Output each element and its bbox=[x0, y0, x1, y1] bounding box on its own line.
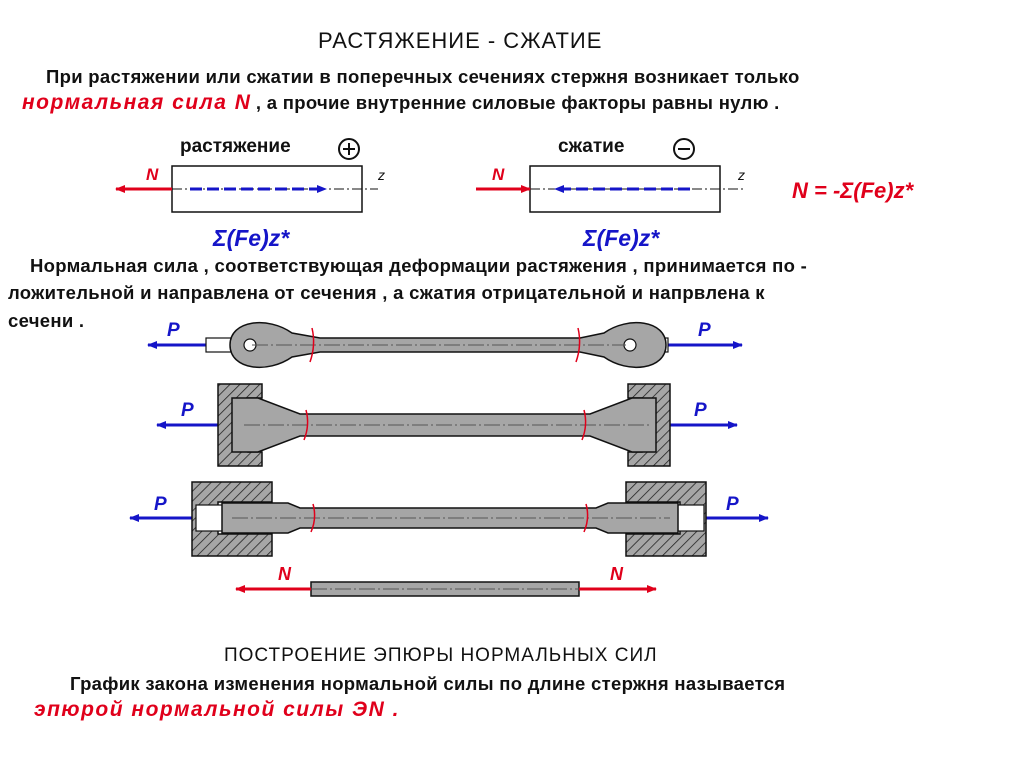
section-2-title: ПОСТРОЕНИЕ ЭПЮРЫ НОРМАЛЬНЫХ СИЛ bbox=[224, 645, 658, 666]
tension-diagram: N z Σ(Fe)z* bbox=[115, 138, 385, 251]
minus-sign-icon bbox=[673, 138, 695, 160]
axis-label-z: z bbox=[737, 167, 745, 183]
section-2-line-1: График закона изменения нормальной силы … bbox=[70, 673, 786, 694]
force-label-n: N bbox=[278, 564, 292, 584]
intro-line-2: нормальная сила N , а прочие внутренние … bbox=[22, 91, 780, 115]
epure-term: эпюрой нормальной силы ЭN . bbox=[34, 698, 400, 721]
sign-rule-line-2: ложительной и направлена от сечения , а … bbox=[8, 282, 765, 303]
intro-line-1: При растяжении или сжатии в поперечных с… bbox=[46, 66, 800, 87]
tension-label: растяжение bbox=[180, 136, 291, 157]
load-label-p: P bbox=[167, 320, 180, 341]
resultant-sum-label: Σ(Fe)z* bbox=[582, 225, 660, 251]
plus-sign-icon bbox=[338, 138, 360, 160]
force-label-n: N bbox=[610, 564, 624, 584]
sign-rule-line-3: сечени . bbox=[8, 310, 85, 331]
sign-rule-line-1: Нормальная сила , соответствующая деформ… bbox=[30, 255, 808, 276]
bar-1-eye-ends: P P bbox=[147, 320, 743, 369]
load-label-p: P bbox=[154, 494, 167, 515]
force-label-n: N bbox=[492, 165, 505, 184]
normal-force-term: нормальная сила N bbox=[22, 91, 252, 114]
load-label-p: P bbox=[694, 400, 707, 421]
compression-diagram: N z Σ(Fe)z* bbox=[476, 138, 745, 251]
force-label-n: N bbox=[146, 165, 159, 184]
formula-n-sum: N = -Σ(Fe)z* bbox=[792, 178, 915, 203]
resultant-sum-label: Σ(Fe)z* bbox=[212, 225, 290, 251]
load-label-p: P bbox=[726, 494, 739, 515]
compression-label: сжатие bbox=[558, 136, 625, 157]
load-label-p: P bbox=[698, 320, 711, 341]
page-title: РАСТЯЖЕНИЕ - СЖАТИЕ bbox=[318, 28, 603, 53]
axis-label-z: z bbox=[377, 167, 385, 183]
load-label-p: P bbox=[181, 400, 194, 421]
bar-3-threaded-clamps: P P bbox=[129, 481, 769, 557]
bar-2-head-clamps: P P bbox=[156, 383, 738, 467]
intro-line-2-rest: , а прочие внутренние силовые факторы ра… bbox=[255, 92, 780, 113]
bar-4-internal-force: N N bbox=[235, 564, 657, 597]
